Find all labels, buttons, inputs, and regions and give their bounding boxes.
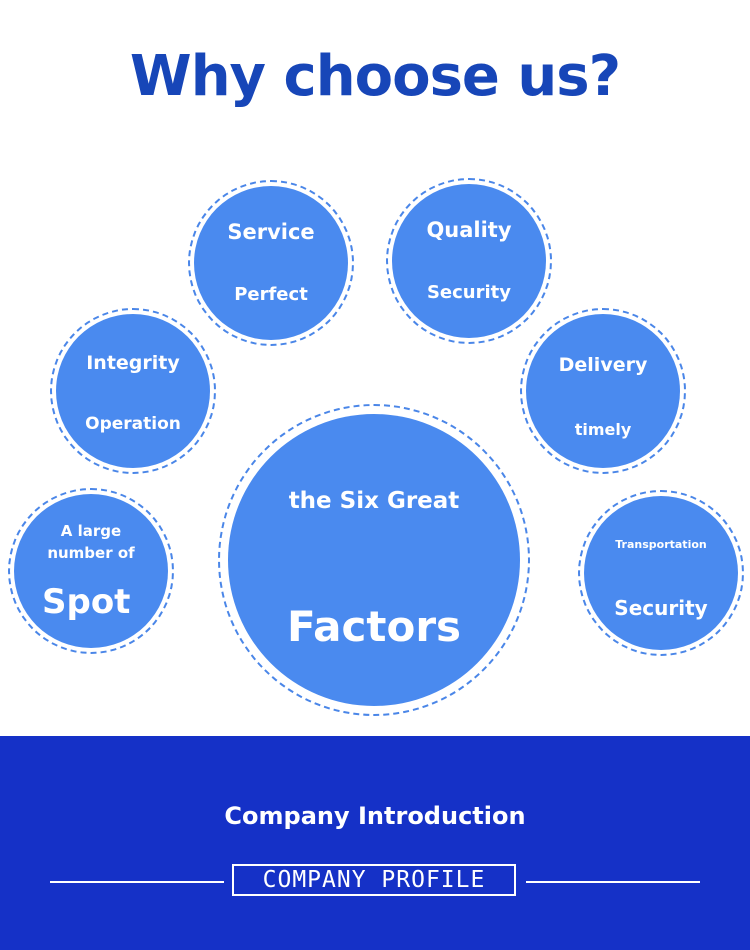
quality-circle-subtitle: Security xyxy=(426,282,512,303)
divider-right xyxy=(526,881,700,883)
delivery-circle-title: Delivery xyxy=(558,354,648,376)
spot-circle-ring xyxy=(8,488,174,654)
center-circle-subtitle: Factors xyxy=(286,602,462,651)
quality-circle: Quality Security xyxy=(392,184,546,338)
spot-circle-title: Spot xyxy=(42,582,131,622)
service-circle-subtitle: Perfect xyxy=(234,284,308,305)
quality-circle-title: Quality xyxy=(426,218,512,242)
quality-circle-ring xyxy=(386,178,552,344)
integrity-circle-ring xyxy=(50,308,216,474)
transport-circle: Transportation Security xyxy=(584,496,738,650)
transport-circle-subtitle: Security xyxy=(614,596,708,620)
transport-circle-ring xyxy=(578,490,744,656)
divider-left xyxy=(50,881,224,883)
center-circle-ring xyxy=(218,404,530,716)
spot-circle: A large number of Spot xyxy=(14,494,168,648)
integrity-circle-title: Integrity xyxy=(86,352,180,374)
center-circle-title: the Six Great xyxy=(288,488,460,514)
delivery-circle: Delivery timely xyxy=(526,314,680,468)
service-circle: Service Perfect xyxy=(194,186,348,340)
service-circle-title: Service xyxy=(227,220,315,244)
delivery-circle-ring xyxy=(520,308,686,474)
company-profile-label: COMPANY PROFILE xyxy=(232,864,516,896)
spot-circle-line2: number of xyxy=(47,544,135,562)
integrity-circle-subtitle: Operation xyxy=(85,414,181,434)
transport-circle-title: Transportation xyxy=(615,538,707,551)
service-circle-ring xyxy=(188,180,354,346)
delivery-circle-subtitle: timely xyxy=(574,420,632,439)
spot-circle-line1: A large xyxy=(60,522,122,540)
page-title: Why choose us? xyxy=(129,44,621,109)
center-circle: the Six Great Factors xyxy=(228,414,520,706)
company-intro-band xyxy=(0,736,750,950)
company-intro-heading: Company Introduction xyxy=(224,802,526,830)
integrity-circle: Integrity Operation xyxy=(56,314,210,468)
